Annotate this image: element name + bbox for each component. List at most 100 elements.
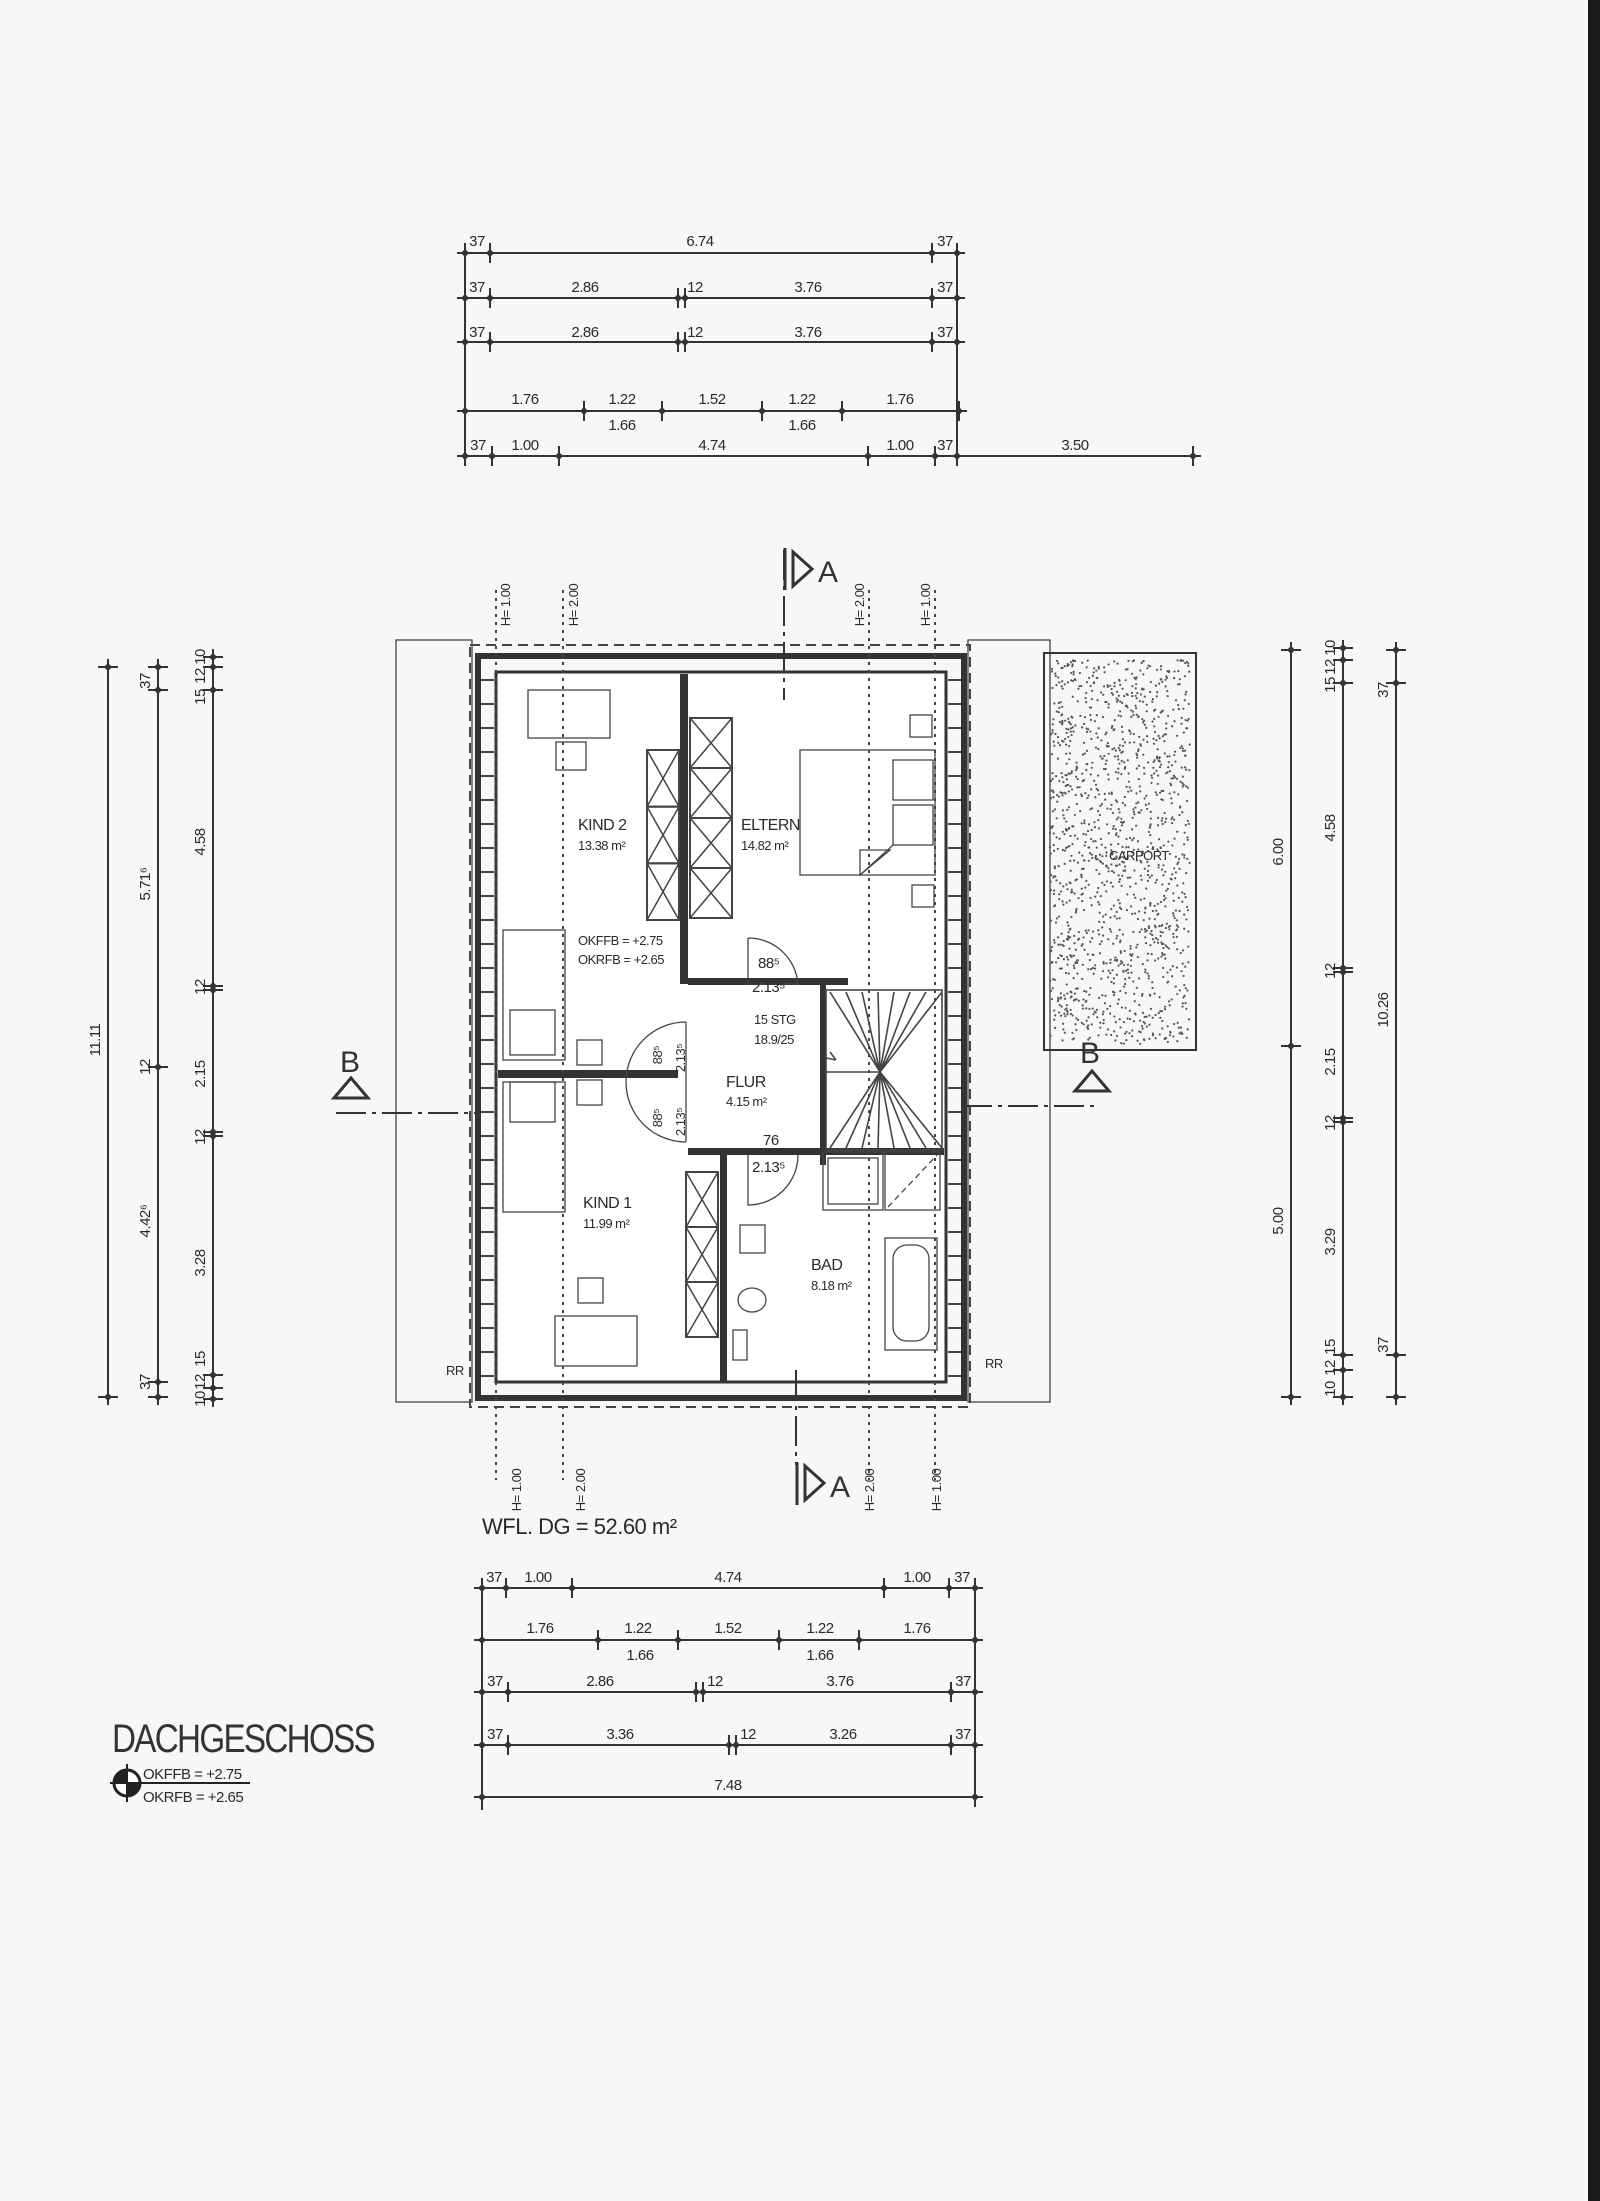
- legend-okffb: OKFFB = +2.75: [143, 1766, 242, 1783]
- stair-ratio: 18.9/25: [754, 1032, 794, 1047]
- room-name-eltern: ELTERN: [741, 817, 800, 834]
- height-line-label: H= 2.00: [573, 1469, 588, 1512]
- dimension-label: 37: [487, 1673, 503, 1690]
- dimension-label: 37: [469, 324, 485, 341]
- dimension-label: 1.76: [511, 391, 538, 408]
- dimension-label: 4.58: [192, 828, 209, 855]
- legend-okrfb: OKRFB = +2.65: [143, 1789, 243, 1806]
- dimension-label: 12: [192, 979, 209, 995]
- dimension-label: 1.76: [886, 391, 913, 408]
- dimension-label: 3.36: [606, 1726, 633, 1743]
- stair-steps: 15 STG: [754, 1012, 796, 1027]
- dimension-label: 4.74: [714, 1569, 741, 1586]
- rr-left: RR: [446, 1363, 464, 1378]
- room-area-bad: 8.18 m²: [811, 1278, 853, 1293]
- dimension-label: 37: [937, 437, 953, 454]
- dimension-label: 12: [1322, 1360, 1339, 1376]
- roof-right: [967, 639, 1051, 1403]
- dimension-label: 5.71⁶: [137, 867, 154, 900]
- dimension-label: 37: [486, 1569, 502, 1586]
- door-eltern-height: 2.13⁵: [752, 979, 785, 996]
- section-b-right: B: [1080, 1037, 1100, 1070]
- dimension-label: 1.66: [788, 417, 815, 434]
- height-line-label: H= 1.00: [929, 1469, 944, 1512]
- dimension-label: 10: [192, 649, 209, 665]
- section-a-bottom: A: [830, 1471, 850, 1504]
- door-kind1-width: 88⁵: [650, 1109, 665, 1127]
- dimension-label: 2.15: [192, 1060, 209, 1087]
- dimension-label: 1.00: [886, 437, 913, 454]
- drawing-title: DACHGESCHOSS: [112, 1717, 374, 1761]
- scan-edge: [1588, 0, 1600, 2201]
- dimension-label: 2.15: [1322, 1048, 1339, 1075]
- dimension-label: 4.74: [698, 437, 725, 454]
- dimension-label: 3.26: [829, 1726, 856, 1743]
- height-line-label: H= 1.00: [509, 1469, 524, 1512]
- dimension-label: 12: [192, 1374, 209, 1390]
- dimension-label: 3.76: [826, 1673, 853, 1690]
- dimension-label: 7.48: [714, 1777, 741, 1794]
- dimension-label: 12: [137, 1059, 154, 1075]
- dimension-label: 37: [137, 1374, 154, 1390]
- dimension-label: 3.50: [1061, 437, 1088, 454]
- dimension-label: 1.52: [714, 1620, 741, 1637]
- room-name-carport: CARPORT: [1109, 848, 1169, 863]
- room-area-flur: 4.15 m²: [726, 1094, 768, 1109]
- rr-right: RR: [985, 1356, 1003, 1371]
- height-line-label: H= 2.00: [852, 584, 867, 627]
- height-line-label: H= 1.00: [918, 584, 933, 627]
- dimension-label: 12: [192, 1129, 209, 1145]
- dimension-label: 2.86: [571, 324, 598, 341]
- height-line-label: H= 2.00: [862, 1469, 877, 1512]
- dimension-label: 1.66: [626, 1647, 653, 1664]
- dimension-label: 37: [1375, 682, 1392, 698]
- dimension-label: 3.76: [794, 324, 821, 341]
- door-bad-height: 2.13⁵: [752, 1159, 785, 1176]
- door-kind2-height: 2.13⁵: [673, 1044, 688, 1072]
- dimension-label: 11.11: [87, 1023, 104, 1056]
- dimension-label: 3.76: [794, 279, 821, 296]
- dimension-label: 37: [469, 233, 485, 250]
- dimension-label: 3.29: [1322, 1228, 1339, 1255]
- dimension-label: 12: [192, 668, 209, 684]
- dimension-label: 12: [740, 1726, 756, 1743]
- dimension-label: 6.74: [686, 233, 713, 250]
- dimension-label: 10: [1322, 1381, 1339, 1397]
- dimension-label: 1.52: [698, 391, 725, 408]
- dimension-label: 6.00: [1270, 838, 1287, 865]
- dimension-label: 37: [137, 673, 154, 689]
- dimension-label: 1.66: [806, 1647, 833, 1664]
- dimension-label: 12: [687, 279, 703, 296]
- dimension-label: 37: [1375, 1337, 1392, 1353]
- wardrobes: [646, 717, 733, 1338]
- dimension-label: 37: [487, 1726, 503, 1743]
- eaves-outline: [469, 644, 971, 1408]
- roof-left: [395, 639, 473, 1403]
- level-symbol-icon: [110, 1764, 250, 1802]
- dimension-label: 37: [937, 233, 953, 250]
- dimension-label: 12: [1322, 1115, 1339, 1131]
- level-okffb: OKFFB = +2.75: [578, 933, 663, 948]
- dimension-label: 15: [192, 689, 209, 705]
- section-a-top: A: [818, 556, 838, 589]
- room-area-eltern: 14.82 m²: [741, 838, 789, 853]
- dimension-label: 1.00: [903, 1569, 930, 1586]
- dimension-label: 4.58: [1322, 814, 1339, 841]
- dimension-label: 37: [937, 279, 953, 296]
- dimension-label: 10: [192, 1391, 209, 1407]
- height-line-label: H= 1.00: [498, 584, 513, 627]
- dimension-label: 4.42⁶: [137, 1204, 154, 1237]
- dimension-label: 10: [1322, 640, 1339, 656]
- dimension-lines: [98, 243, 1406, 1810]
- room-area-kind1: 11.99 m²: [583, 1216, 631, 1231]
- section-b-left: B: [340, 1046, 360, 1079]
- room-name-kind1: KIND 1: [583, 1195, 632, 1212]
- walls: [475, 653, 967, 1401]
- dimension-label: 1.22: [624, 1620, 651, 1637]
- dimension-label: 10.26: [1375, 992, 1392, 1027]
- dimension-label: 37: [470, 437, 486, 454]
- dimension-label: 15: [1322, 1339, 1339, 1355]
- living-area-total: WFL. DG = 52.60 m²: [482, 1514, 677, 1539]
